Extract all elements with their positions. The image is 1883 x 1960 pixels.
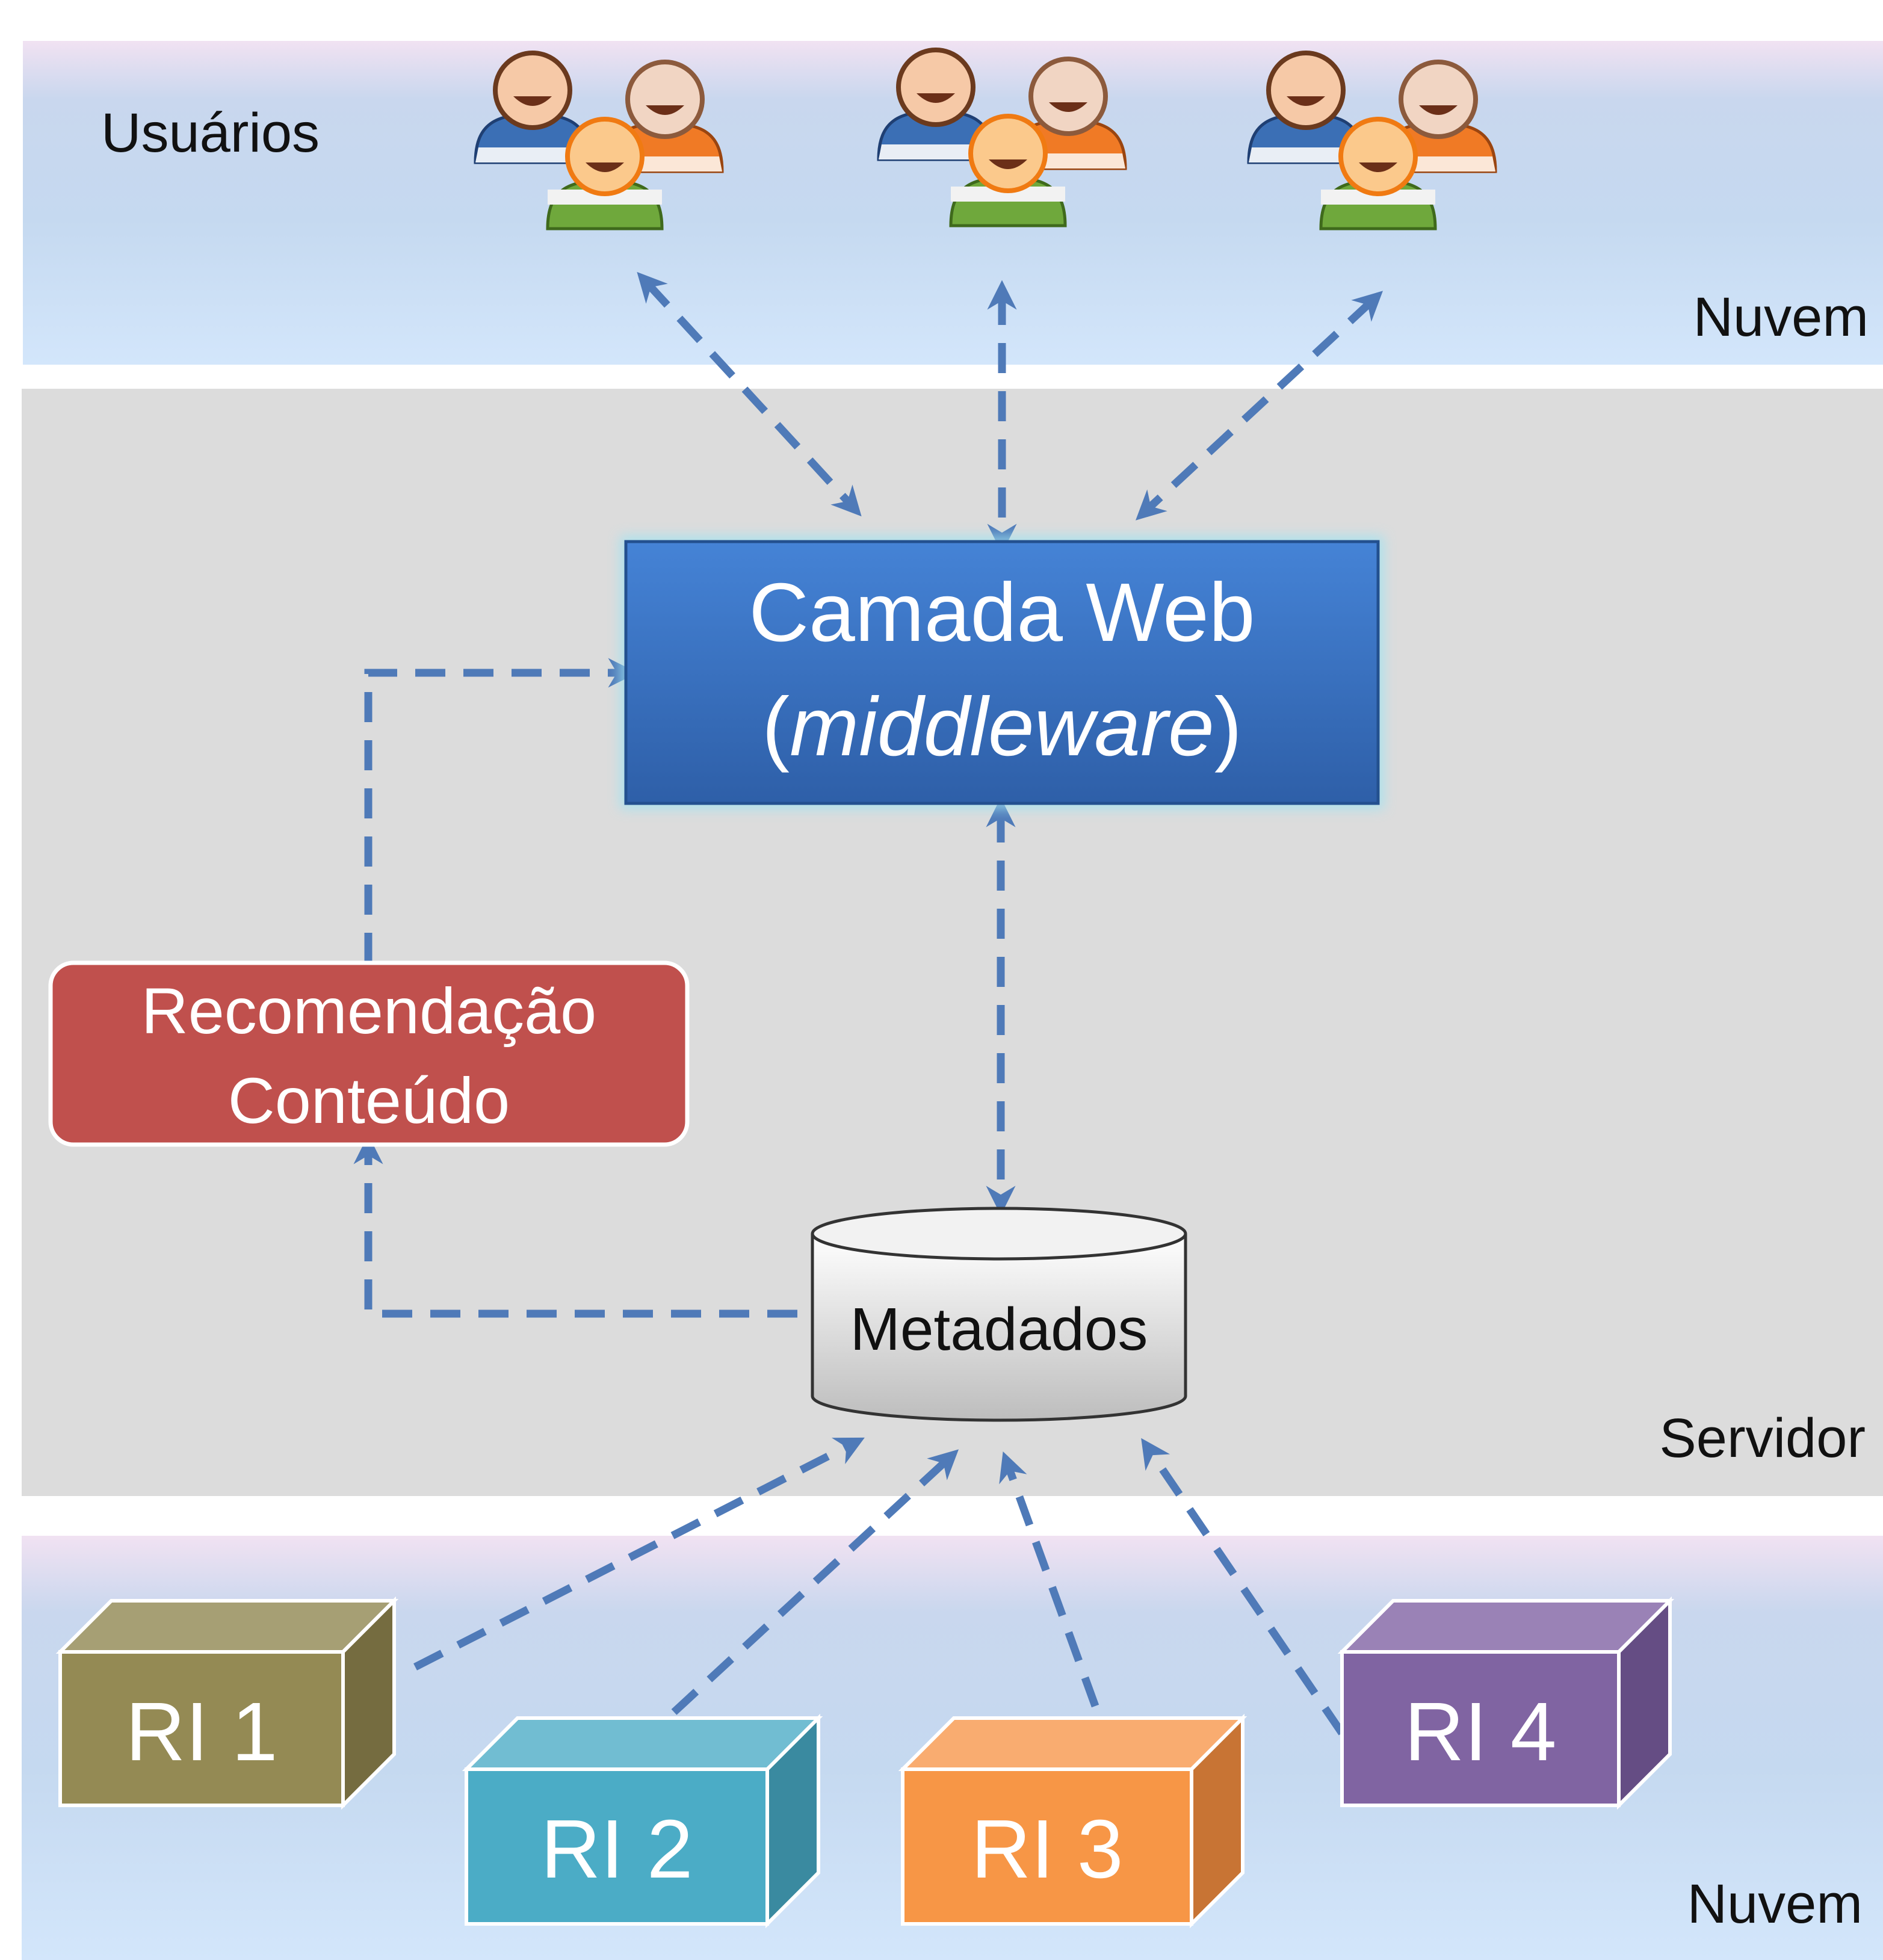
arrow-recommendation-web [364,658,638,963]
repository-box-ri4: RI 4 [1337,1596,1675,1810]
arrow-metadata-recommendation [353,1134,797,1318]
metadata-database-icon: Metadados [811,1207,1187,1422]
repository-box-ri1: RI 1 [55,1596,399,1810]
metadata-label: Metadados [850,1296,1148,1363]
cloud-label-top: Nuvem [1693,286,1869,348]
ri2-label: RI 2 [540,1803,693,1896]
arrow-users3-web [1135,291,1384,521]
arrow-ri3-metadata [999,1451,1099,1708]
web-layer-title: Camada Web [749,566,1255,659]
arrow-ri4-metadata [1141,1438,1346,1736]
cloud-label-bottom: Nuvem [1687,1873,1863,1935]
arrow-users1-web [637,271,862,517]
arrow-ri1-metadata [413,1437,865,1671]
web-layer-subtitle: (middleware) [762,681,1242,773]
repository-box-ri2: RI 2 [462,1713,823,1929]
connectors [353,271,1384,1736]
users-label: Usuários [101,102,320,164]
recommendation-line1: Recomendação [141,974,596,1047]
recommendation-box: Recomendação Conteúdo [48,960,690,1147]
ri4-label: RI 4 [1404,1686,1556,1778]
server-label: Servidor [1659,1408,1866,1469]
repository-box-ri3: RI 3 [898,1713,1248,1929]
arrow-ri2-metadata [671,1449,959,1715]
ri1-label: RI 1 [125,1686,277,1778]
recommendation-line2: Conteúdo [228,1064,510,1137]
ri3-label: RI 3 [971,1803,1123,1896]
web-layer-box: Camada Web (middleware) [624,540,1380,805]
